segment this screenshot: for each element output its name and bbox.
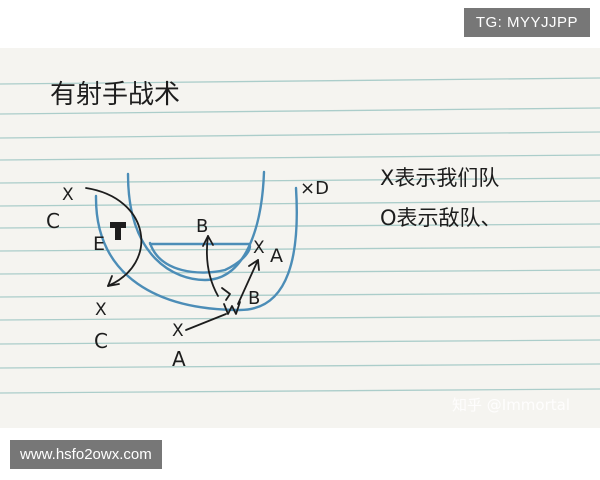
middle-arc [126,170,266,282]
inner-arc [148,241,252,274]
label-b-lower: B [248,288,260,309]
label-e: E [93,233,105,255]
court-arcs [94,170,298,312]
c-curve [85,187,143,287]
legend-line-1: X表示我们队 [380,166,499,190]
a-up-arrow [237,259,259,305]
zhihu-watermark: 知乎 @Immortal [452,396,570,414]
c-arrowhead [107,275,120,287]
marker-x-right: X [253,238,265,258]
hammer-icon [110,222,126,240]
label-a-right: A [270,245,283,267]
label-a-bottom: A [172,347,186,371]
telegram-badge: TG: MYYJJPP [463,8,590,37]
url-badge: www.hsfo2owx.com [10,440,162,469]
marker-x-bottom: X [172,321,184,341]
marker-x-d: ×D [300,178,329,199]
play-arrows [85,187,260,331]
label-c-left: C [46,209,60,233]
notebook-photo: 有射手战术 X表示我们队 O表示敌队、 C X E X C B X A B X … [0,48,600,428]
w-mark [223,301,241,315]
diagram-canvas: 有射手战术 X表示我们队 O表示敌队、 C X E X C B X A B X … [0,77,600,414]
diagram-title: 有射手战术 [50,80,180,110]
x-to-w-line [185,313,227,331]
b-arrow [205,235,219,297]
t-mark [221,287,231,301]
a-up-arrowhead [248,259,260,271]
b-arrowhead [202,235,214,247]
marker-x-lower-left: X [95,300,107,320]
legend-line-2: O表示敌队、 [380,206,502,230]
label-b-upper: B [196,216,208,237]
outer-arc [94,186,298,312]
ruled-lines [0,77,600,394]
marker-x-top-left: X [62,185,74,205]
label-c-bottom: C [94,329,108,353]
